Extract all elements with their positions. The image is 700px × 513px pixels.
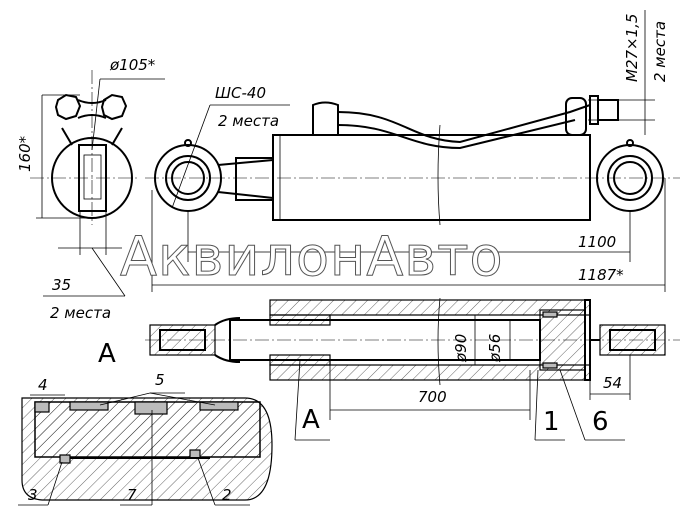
length-inner-label: 1100 [578, 233, 616, 251]
hex-nut-right [100, 93, 128, 121]
thread-places-label: 2 места [651, 21, 669, 82]
end-view-places-label: 2 места [50, 304, 111, 322]
stroke-label: 700 [418, 388, 447, 406]
end-offset-label: 54 [603, 374, 622, 392]
section-cut-label: A [302, 405, 320, 435]
callout-3: 3 [28, 486, 38, 504]
detail-view-label: A [98, 339, 116, 369]
callout-6: 6 [592, 407, 609, 437]
height-label: 160* [16, 135, 34, 172]
thread-label: M27×1,5 [623, 14, 641, 82]
callout-5: 5 [155, 371, 165, 389]
ball-joint-label: ШС-40 [215, 84, 266, 102]
width-label: 35 [52, 276, 71, 294]
length-total-label: 1187* [578, 266, 624, 284]
end-view: 160* ø105* 35 2 места [16, 56, 165, 322]
side-view: M27×1,5 2 места ШС-40 2 места 1100 1187* [145, 10, 680, 292]
watermark: АквилонАвто [120, 225, 504, 288]
section-view: ø90 ø56 700 54 A 1 6 [145, 297, 680, 441]
ball-joint-places-label: 2 места [218, 112, 279, 130]
callout-1: 1 [543, 407, 560, 437]
bore-label: ø90 [452, 334, 470, 363]
callout-4: 4 [38, 376, 48, 394]
callout-7: 7 [127, 486, 137, 504]
hex-nut-left [54, 93, 82, 121]
detail-a: A 4 5 3 7 2 [18, 339, 273, 506]
rod-label: ø56 [486, 334, 504, 363]
cylinder-body [272, 134, 591, 221]
callout-2: 2 [222, 486, 232, 504]
diameter-label: ø105* [109, 56, 156, 74]
